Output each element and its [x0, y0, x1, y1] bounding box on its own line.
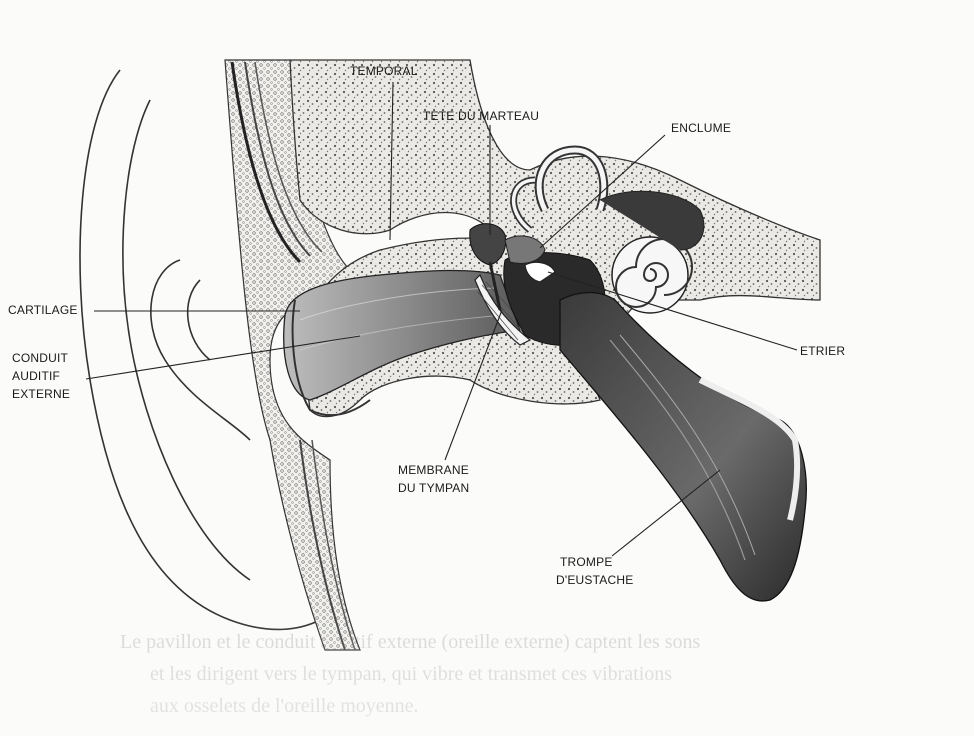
label-conduit-line1: CONDUIT	[12, 351, 69, 365]
tragus	[188, 280, 210, 360]
label-conduit-line3: EXTERNE	[12, 387, 70, 401]
label-tete-du-marteau: TETE DU MARTEAU	[423, 109, 539, 123]
label-membrane-line2: DU TYMPAN	[398, 481, 469, 495]
label-trompe-line1: TROMPE	[560, 555, 613, 569]
label-temporal: TEMPORAL	[350, 64, 418, 78]
label-etrier: ETRIER	[800, 344, 845, 358]
label-trompe-line2: D'EUSTACHE	[556, 573, 633, 587]
label-membrane-line1: MEMBRANE	[398, 463, 469, 477]
label-cartilage: CARTILAGE	[8, 303, 78, 317]
scan-fade	[0, 610, 974, 736]
label-enclume: ENCLUME	[671, 121, 731, 135]
pinna-inner-rim	[123, 100, 250, 580]
label-conduit-line2: AUDITIF	[12, 369, 60, 383]
